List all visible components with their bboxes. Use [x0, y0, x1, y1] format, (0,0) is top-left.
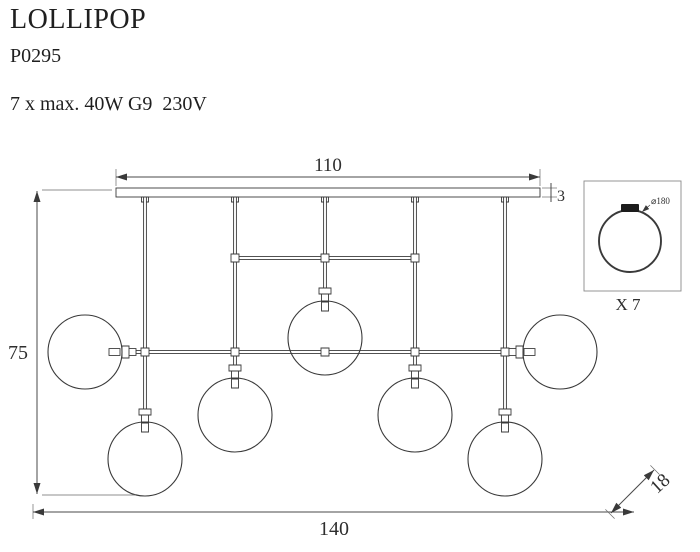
height-label: 75	[8, 342, 28, 364]
product-title: LOLLIPOP	[10, 4, 147, 35]
leader-line	[641, 204, 651, 213]
dimension-canopy-thickness: 3	[542, 183, 565, 205]
glass-globe	[467, 421, 543, 497]
canopy-width-label: 110	[314, 155, 342, 176]
globe-detail-panel: ⌀180 X 7	[583, 180, 682, 314]
hanging-sockets	[138, 287, 512, 433]
dimension-depth: 18	[605, 465, 674, 519]
dimension-total-width: 140	[32, 504, 634, 540]
dimension-canopy-width: 110	[115, 155, 541, 186]
glass-globe	[107, 421, 183, 497]
canopy-thickness-label: 3	[557, 188, 565, 205]
product-header: LOLLIPOP P0295 7 x max. 40W G9 230V	[10, 4, 207, 116]
glass-globe	[197, 377, 273, 453]
glass-globes	[47, 300, 598, 497]
crossbar-joints	[140, 253, 510, 357]
globe-diameter-label: ⌀180	[651, 196, 670, 206]
detail-box	[583, 180, 682, 292]
glass-globe	[377, 377, 453, 453]
extension-line	[650, 465, 660, 475]
globe-detail-ring	[598, 209, 662, 273]
dimension-height: 75	[8, 189, 136, 496]
product-code: P0295	[10, 45, 62, 67]
glass-globe	[522, 314, 598, 390]
glass-globe	[287, 300, 363, 376]
extension-line	[605, 509, 615, 519]
dimension-line	[610, 469, 655, 514]
glass-globe	[47, 314, 123, 390]
lamp-sockets	[108, 287, 536, 433]
product-spec: 7 x max. 40W G9 230V	[10, 93, 207, 115]
ceiling-bar	[115, 187, 541, 198]
globe-socket-mark	[621, 204, 639, 212]
globe-count-label: X 7	[615, 295, 641, 314]
total-width-label: 140	[319, 518, 349, 540]
